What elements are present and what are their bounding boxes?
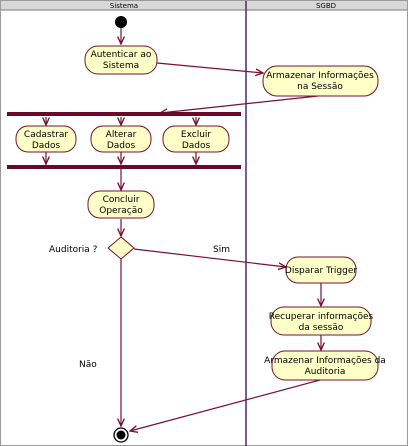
- activity-concluir: Concluir Operação: [87, 190, 155, 219]
- activity-label: Dados: [182, 141, 211, 151]
- activity-label: Concluir: [103, 195, 140, 205]
- flow-armazenar-to-fork: [160, 95, 319, 113]
- activity-label: Auditoria: [305, 367, 346, 377]
- flow-autenticar-to-armazenar: [156, 62, 263, 73]
- activity-label: Armazenar Informações: [266, 71, 374, 81]
- activity-excluir: Excluir Dados: [162, 125, 230, 153]
- flow-auditoria-to-end: [130, 379, 321, 431]
- decision-no-label: Não: [79, 360, 97, 370]
- activity-cadastrar: Cadastrar Dados: [15, 125, 77, 153]
- activity-label: Dados: [32, 141, 61, 151]
- initial-node: [115, 16, 127, 28]
- decision-diamond: [107, 236, 135, 260]
- swimlane-title-sistema: Sistema: [110, 2, 138, 10]
- activity-label: Dados: [107, 141, 136, 151]
- swimlane-title-sgbd: SGBD: [316, 2, 336, 10]
- activity-label: Cadastrar: [24, 130, 68, 140]
- activity-label: na Sessão: [297, 82, 343, 92]
- decision-yes-label: Sim: [213, 245, 230, 255]
- activity-armazenar-auditoria: Armazenar Informações da Auditoria: [264, 350, 386, 381]
- decision-question: Auditoria ?: [49, 245, 98, 255]
- activity-label: Recuperar informações: [269, 312, 374, 322]
- join-bar: [7, 165, 241, 169]
- fork-bar: [7, 112, 241, 116]
- activity-label: Sistema: [103, 61, 139, 71]
- final-node: [113, 427, 129, 443]
- activity-label: Disparar Trigger: [285, 266, 357, 276]
- activity-label: Armazenar Informações da: [264, 356, 386, 366]
- swimlane-header-bar: [1, 1, 407, 10]
- activity-label: Autenticar ao: [91, 50, 152, 60]
- flow-decision-yes: [133, 248, 286, 267]
- activity-armazenar-sessao: Armazenar Informações na Sessão: [262, 65, 379, 97]
- activity-label: Operação: [99, 206, 143, 216]
- activity-label: da sessão: [299, 323, 344, 333]
- activity-label: Excluir: [181, 130, 212, 140]
- activity-recuperar: Recuperar informações da sessão: [269, 306, 374, 336]
- activity-label: Alterar: [106, 130, 137, 140]
- activity-alterar: Alterar Dados: [90, 125, 152, 153]
- activity-autenticar: Autenticar ao Sistema: [84, 45, 158, 75]
- activity-disparar: Disparar Trigger: [285, 256, 357, 284]
